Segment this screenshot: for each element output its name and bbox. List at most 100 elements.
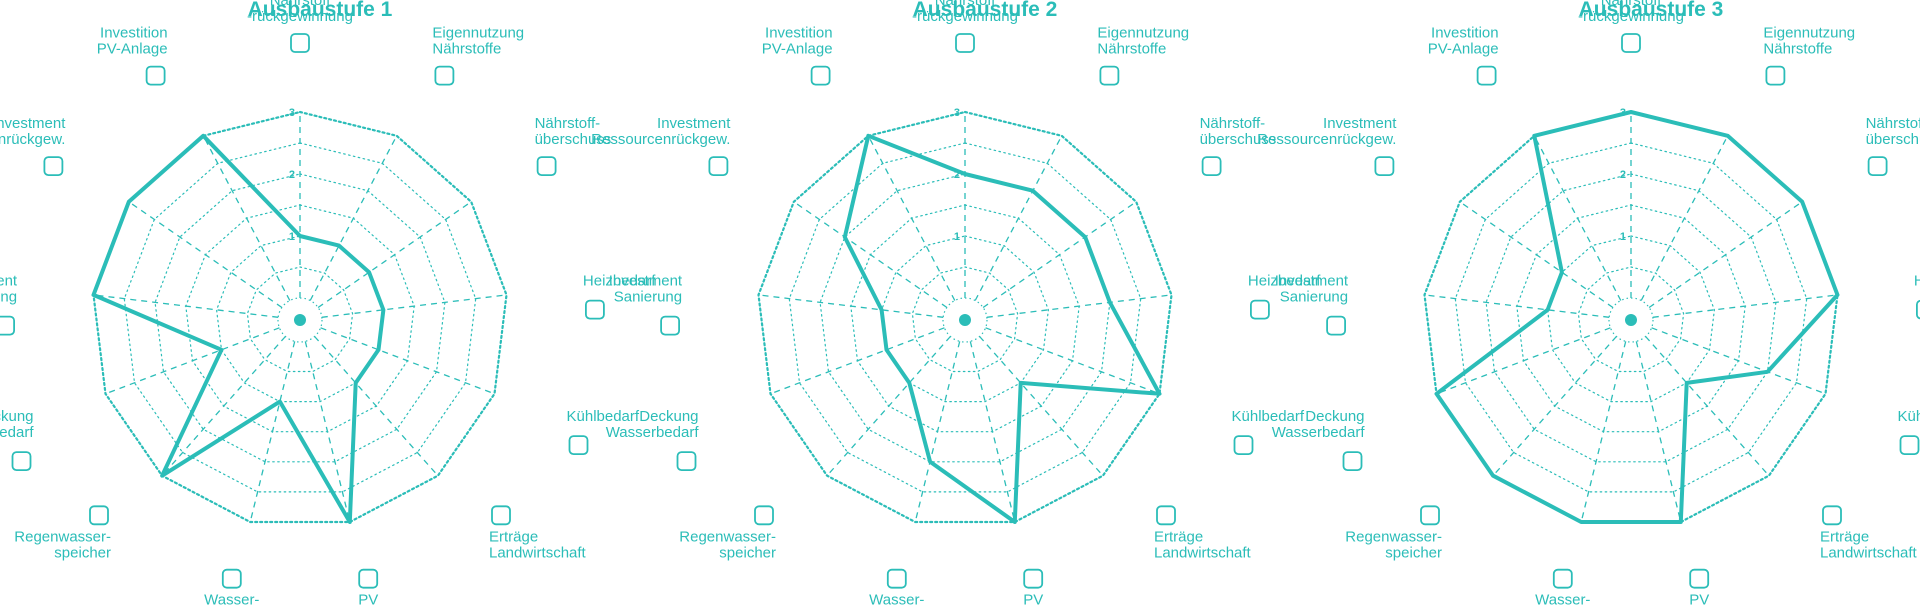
axis-spoke (304, 341, 351, 523)
axis-label: Heizbedarf (583, 273, 656, 320)
axis-spoke (1459, 201, 1614, 309)
axis-label: Kühlbedarf (1898, 408, 1920, 456)
grid-ring (154, 173, 446, 463)
grid-ring (850, 204, 1080, 433)
axis-spoke (314, 336, 439, 477)
grid-ring (246, 266, 354, 373)
axis-label: Heizbedarf (1248, 273, 1321, 320)
axis-spoke (867, 135, 956, 301)
axis-spoke (202, 135, 291, 301)
category-icon (1765, 65, 1786, 86)
axis-spoke (105, 327, 280, 395)
axis-spoke (249, 341, 296, 523)
category-icon (1476, 65, 1497, 86)
axis-label-text: Heizbedarf (583, 273, 656, 290)
category-icon (1867, 156, 1888, 177)
tick-label: 1 (1620, 231, 1626, 243)
center-dot (959, 314, 971, 326)
axis-label: Nährstoff-rückgewinnung (247, 0, 353, 53)
axis-label-text: Regenwasser-speicher (1345, 528, 1442, 561)
category-icon (676, 451, 697, 472)
axis-spoke (309, 135, 398, 301)
axis-label-text: PVPotential (1670, 592, 1728, 608)
axis-label: Wasser-aufbereitung (190, 568, 274, 608)
chart-title: Ausbaustufe 1 (247, 0, 393, 21)
category-icon (536, 156, 557, 177)
axis-label: PVPotential (1670, 568, 1728, 608)
axis-spoke (758, 294, 944, 318)
category-icon (568, 435, 589, 456)
tick-label: 1 (954, 231, 960, 243)
axis-label: Wasser-aufbereitung (1521, 568, 1605, 608)
axis-label-text: Nährstoff-rückgewinnung (1578, 0, 1684, 25)
category-icon (1621, 33, 1641, 53)
axis-spoke (979, 336, 1104, 477)
axis-label: PVPotential (339, 568, 397, 608)
axis-spoke (320, 327, 495, 395)
axis-spoke (969, 341, 1016, 523)
center-ring (942, 297, 988, 343)
category-icon (11, 451, 32, 472)
axis-label-text: Nährstoff-rückgewinnung (247, 0, 353, 25)
tick-label: 1 (289, 231, 295, 243)
category-icon (43, 156, 64, 177)
axis-label: Nährstoff-überschuss (535, 115, 611, 177)
category-icon (290, 33, 310, 53)
axis-spoke (986, 294, 1172, 318)
category-icon (1916, 299, 1920, 320)
axis-label-text: Regenwasser-speicher (14, 528, 111, 561)
center-ring (277, 297, 323, 343)
axis-label: PVPotential (1004, 568, 1062, 608)
category-icon (1250, 299, 1270, 320)
category-icon (1552, 568, 1573, 589)
axis-label: Regenwasser-speicher (679, 505, 776, 561)
category-icon (810, 65, 831, 86)
axis-label: Regenwasser-speicher (14, 505, 111, 561)
chart-title: Ausbaustufe 3 (1578, 0, 1724, 21)
data-series-line (842, 133, 1162, 524)
axis-label-text: PVPotential (1004, 592, 1062, 608)
grid-ring (1485, 173, 1777, 463)
axis-spoke (1424, 294, 1610, 318)
axis-spoke (161, 336, 286, 477)
axis-label: Regenwasser-speicher (1345, 505, 1442, 561)
axis-label-text: Nährstoff-rückgewinnung (912, 0, 1018, 25)
axis-label-text: Kühlbedarf (1232, 408, 1305, 425)
category-icon (585, 299, 605, 320)
category-icon (221, 568, 242, 589)
category-icon (1099, 65, 1120, 86)
axis-spoke (826, 336, 951, 477)
category-icon (145, 65, 166, 86)
axis-label: Heizbedarf (1914, 273, 1920, 320)
category-icon (955, 33, 975, 53)
category-icon (1342, 451, 1363, 472)
axis-spoke (1651, 327, 1826, 395)
center-ring (1608, 297, 1654, 343)
axis-label-text: Kühlbedarf (1898, 408, 1920, 425)
center-dot (294, 314, 306, 326)
category-icon (1326, 315, 1346, 336)
